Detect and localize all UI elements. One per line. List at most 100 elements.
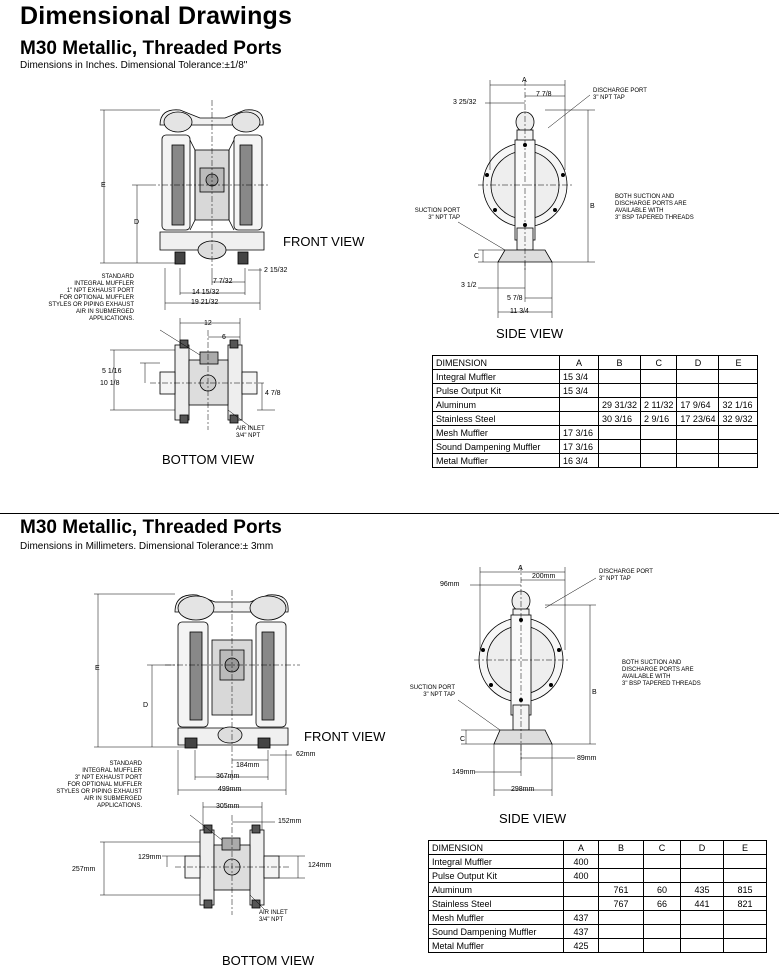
metric-bottom-dim-257: 257mm <box>72 866 96 873</box>
table-cell <box>640 439 678 454</box>
table-cell <box>598 924 644 939</box>
table-header-row: DIMENSION A B C D E <box>428 840 767 855</box>
table-header-cell: DIMENSION <box>432 355 560 370</box>
table-cell <box>640 453 678 468</box>
note-line: 1" NPT EXHAUST PORT <box>66 288 134 294</box>
table-cell: Metal Muffler <box>428 938 564 953</box>
metric-side-dim-89: 89mm <box>577 755 597 762</box>
table-cell <box>597 425 642 440</box>
table-cell: 767 <box>598 896 644 911</box>
metric-side-dim-149: 149mm <box>452 769 476 776</box>
table-cell <box>598 938 644 953</box>
table-cell <box>563 882 599 897</box>
table-cell: 16 3/4 <box>559 453 599 468</box>
imperial-side-dim-5-7-8: 5 7/8 <box>507 295 523 302</box>
note-line: AIR INLET <box>259 910 288 916</box>
imperial-exhaust-note: STANDARD INTEGRAL MUFFLER 1" NPT EXHAUST… <box>40 274 134 323</box>
note-line: 3" NPT TAP <box>593 95 625 101</box>
table-cell <box>718 453 759 468</box>
metric-front-dim-184: 184mm <box>236 762 260 769</box>
note-line: 3" BSP TAPERED THREADS <box>615 215 694 221</box>
table-cell: 815 <box>723 882 767 897</box>
table-cell <box>643 938 681 953</box>
imperial-bottom-dim-4-7-8: 4 7/8 <box>265 390 281 397</box>
note-line: SUCTION PORT <box>414 208 460 214</box>
note-line: 3" NPT TAP <box>423 692 455 698</box>
note-line: AIR IN SUBMERGED <box>75 309 134 315</box>
table-cell <box>597 383 642 398</box>
table-cell <box>723 938 767 953</box>
table-cell <box>680 938 724 953</box>
note-line: 3" NPT TAP <box>428 215 460 221</box>
imperial-discharge-note: DISCHARGE PORT 3" NPT TAP <box>593 88 647 102</box>
metric-subtitle: Dimensions in Millimeters. Dimensional T… <box>20 541 274 552</box>
metric-section-title: M30 Metallic, Threaded Ports <box>20 517 282 538</box>
table-cell: Pulse Output Kit <box>432 383 560 398</box>
table-header-cell: D <box>680 840 724 855</box>
table-cell <box>680 868 724 883</box>
table-cell: Sound Dampening Muffler <box>428 924 564 939</box>
table-cell: Stainless Steel <box>428 896 564 911</box>
table-cell: Integral Muffler <box>432 369 560 384</box>
table-cell <box>718 439 759 454</box>
table-cell <box>676 369 720 384</box>
table-cell <box>598 910 644 925</box>
note-line: STYLES OR PIPING EXHAUST <box>48 302 134 308</box>
table-cell: 2 11/32 <box>640 397 678 412</box>
table-cell <box>676 425 720 440</box>
note-line: APPLICATIONS. <box>97 803 142 809</box>
metric-bottom-view-label: BOTTOM VIEW <box>222 953 315 968</box>
table-cell: 66 <box>643 896 681 911</box>
table-cell <box>723 868 767 883</box>
table-cell: 15 3/4 <box>559 369 599 384</box>
table-header-cell: C <box>643 840 681 855</box>
table-cell: Integral Muffler <box>428 854 564 869</box>
table-cell: 425 <box>563 938 599 953</box>
table-header-cell: C <box>640 355 678 370</box>
note-line: INTEGRAL MUFFLER <box>74 281 134 287</box>
imperial-side-dim-b: B <box>590 203 595 210</box>
table-cell: Mesh Muffler <box>432 425 560 440</box>
table-cell <box>676 453 720 468</box>
metric-side-dim-298: 298mm <box>511 786 535 793</box>
table-cell: 32 9/32 <box>718 411 759 426</box>
note-line: INTEGRAL MUFFLER <box>82 768 142 774</box>
note-line: DISCHARGE PORT <box>593 88 647 94</box>
note-line: AIR INLET <box>236 426 265 432</box>
note-line: SUCTION PORT <box>409 685 455 691</box>
imperial-side-dim-3-25-32: 3 25/32 <box>453 99 477 106</box>
table-cell: 17 3/16 <box>559 439 599 454</box>
table-cell: 400 <box>563 854 599 869</box>
section-divider <box>0 513 779 514</box>
note-line: AVAILABLE WITH <box>622 674 671 680</box>
table-cell <box>640 369 678 384</box>
table-cell: Pulse Output Kit <box>428 868 564 883</box>
table-cell <box>640 383 678 398</box>
note-line: AIR IN SUBMERGED <box>83 796 142 802</box>
metric-bottom-dim-152: 152mm <box>278 818 302 825</box>
table-cell: 435 <box>680 882 724 897</box>
metric-side-dim-200: 200mm <box>532 573 556 580</box>
note-line: DISCHARGE PORTS ARE <box>622 667 694 673</box>
metric-front-dim-d: D <box>143 702 149 709</box>
metric-suction-note: SUCTION PORT 3" NPT TAP <box>388 685 455 699</box>
table-header-cell: A <box>563 840 599 855</box>
imperial-bottom-dim-12: 12 <box>204 320 212 327</box>
table-cell: 17 23/64 <box>676 411 720 426</box>
table-cell: 60 <box>643 882 681 897</box>
note-line: STANDARD <box>109 761 142 767</box>
